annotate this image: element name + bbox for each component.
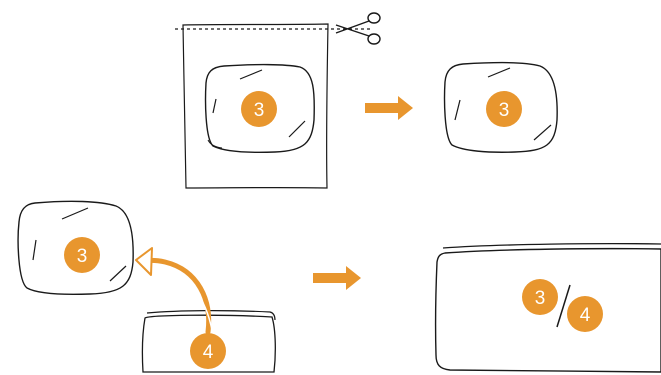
card-edge [443,244,661,248]
number-badge: 3 [64,237,100,273]
step-1-label-sheet: 3 [175,13,380,188]
arrow-right-icon [313,266,361,290]
svg-text:3: 3 [77,246,88,267]
number-badge: 3 [486,91,522,127]
arrow-right-icon [365,96,413,120]
number-badge: 4 [190,333,226,369]
svg-text:4: 4 [580,305,591,326]
svg-text:3: 3 [499,100,510,121]
step-2-cut-label: 3 [445,63,558,153]
svg-text:3: 3 [254,100,265,121]
number-badge: 3 [241,91,277,127]
number-badge: 4 [567,296,603,332]
step-4-result-card: 3 4 [436,244,661,372]
svg-text:4: 4 [203,342,214,363]
step-3-apply-label: 3 4 [18,201,275,372]
number-badge: 3 [522,279,558,315]
svg-text:3: 3 [535,288,546,309]
